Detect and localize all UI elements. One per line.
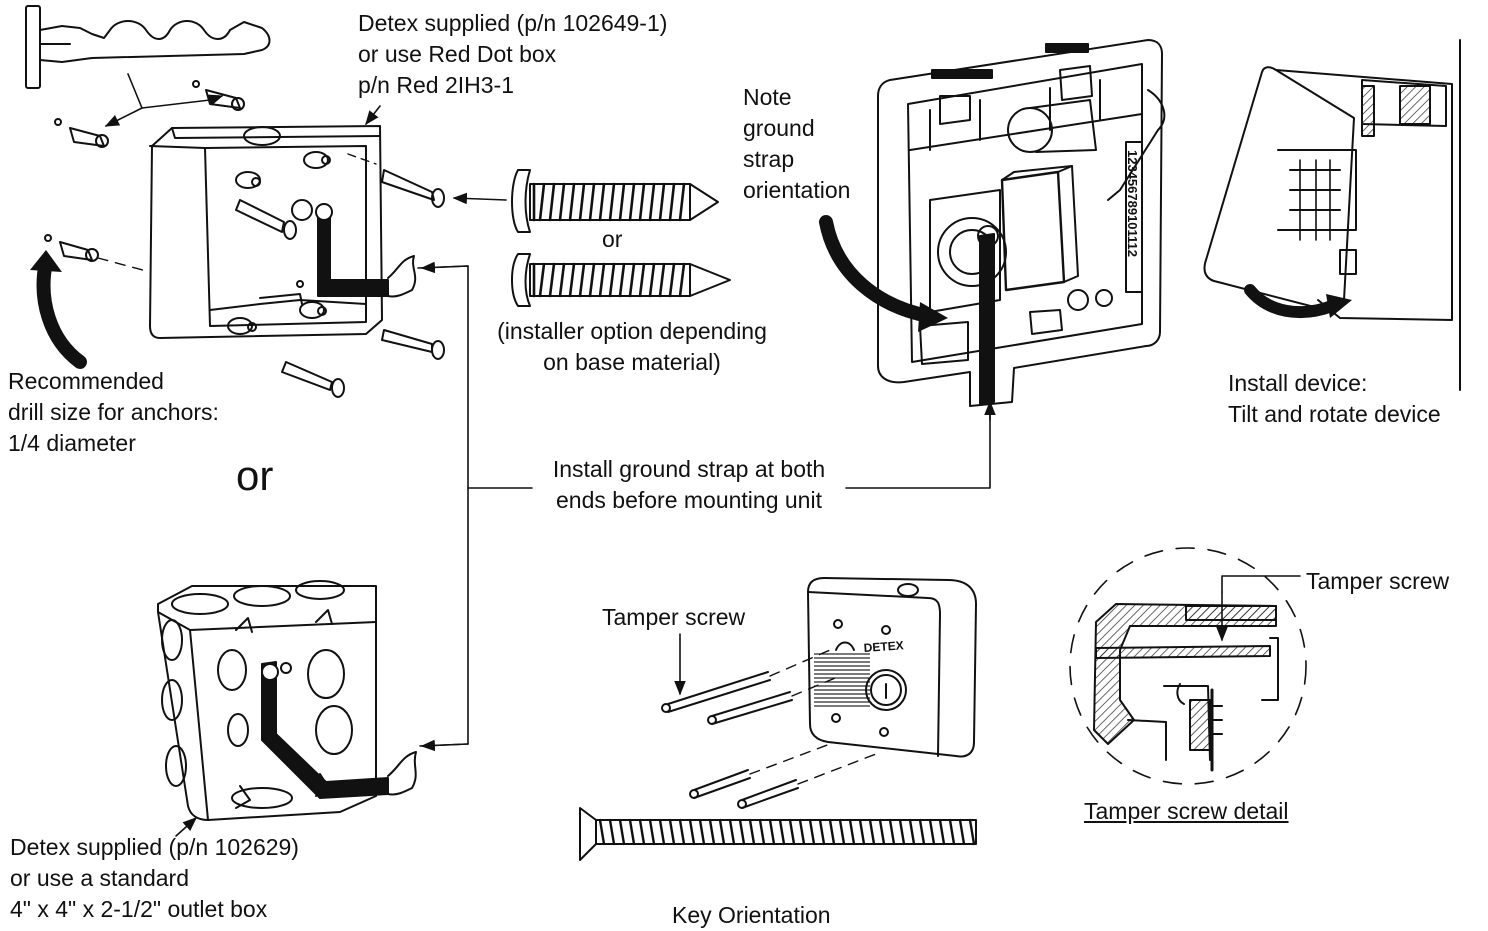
label-installer-option: (installer option depending on base mate… — [494, 316, 770, 378]
anchor-pointer-lines — [104, 73, 224, 127]
mounted-device-interior — [877, 39, 1166, 407]
label-note-line-4: orientation — [743, 177, 851, 203]
label-red-dot-line-3: p/n Red 2IH3-1 — [358, 72, 514, 98]
terminal-number-strip: 123456789101112 — [1125, 150, 1140, 257]
label-outlet-line-3: 4" x 4" x 2-1/2" outlet box — [10, 896, 268, 922]
ground-strap-top — [315, 203, 417, 298]
label-drill-line-2: drill size for anchors: — [8, 399, 219, 425]
label-install-device-line-2: Tilt and rotate device — [1228, 401, 1441, 427]
box-screw-4 — [281, 361, 345, 398]
brand-logo-text: DETEX — [863, 638, 904, 655]
label-install-ground-line-2: ends before mounting unit — [556, 487, 822, 513]
outlet-box — [157, 580, 377, 821]
plastic-anchor-1 — [192, 80, 245, 111]
label-outlet-box: Detex supplied (p/n 102629) or use a sta… — [10, 832, 299, 925]
label-install-device: Install device: Tilt and rotate device — [1228, 368, 1441, 430]
label-tamper-screw-right: Tamper screw — [1306, 568, 1450, 594]
label-pointer-outlet — [175, 817, 198, 837]
label-pointer-red-dot — [365, 105, 381, 126]
label-big-or: or — [236, 452, 274, 499]
tamper-screw-long-3 — [689, 743, 831, 799]
plastic-anchor-3 — [44, 234, 151, 273]
rotation-arrow-device — [819, 215, 935, 323]
label-red-dot-box: Detex supplied (p/n 102649-1) or use Red… — [358, 8, 667, 101]
label-tamper-detail: Tamper screw detail — [1084, 798, 1289, 824]
rotation-arrow-left — [36, 255, 87, 369]
box-screw-1 — [347, 153, 445, 208]
label-note-line-2: ground — [743, 115, 815, 141]
box-screw-3 — [381, 329, 445, 360]
device-ground-strap — [979, 233, 995, 405]
label-tamper-screw-left: Tamper screw — [602, 604, 746, 630]
rotation-arrow-right — [1244, 284, 1338, 318]
label-drill-line-3: 1/4 diameter — [8, 430, 136, 456]
label-red-dot-line-1: Detex supplied (p/n 102649-1) — [358, 10, 668, 36]
label-note-ground: Note ground strap orientation — [743, 82, 850, 206]
tamper-detail-leader — [1221, 575, 1301, 593]
label-install-ground-line-1: Install ground strap at both — [552, 456, 826, 482]
wood-screw — [511, 253, 731, 307]
label-drill-size: Recommended drill size for anchors: 1/4 … — [8, 366, 219, 459]
red-dot-box — [149, 125, 383, 339]
label-outlet-line-1: Detex supplied (p/n 102629) — [10, 834, 299, 860]
tamper-detail-section — [1093, 591, 1279, 772]
label-installer-line-1: (installer option depending — [497, 318, 767, 344]
label-outlet-line-2: or use a standard — [10, 865, 190, 891]
label-install-device-line-1: Install device: — [1228, 370, 1368, 396]
screw-pointer-arrow — [452, 192, 507, 205]
label-note-line-3: strap — [743, 146, 795, 172]
label-red-dot-line-2: or use Red Dot box — [358, 41, 557, 67]
label-install-ground: Install ground strap at both ends before… — [532, 454, 846, 516]
tamper-screw-long-2 — [707, 675, 841, 725]
ground-strap-leader-lines — [417, 261, 996, 752]
plastic-anchor-2 — [54, 118, 109, 148]
label-installer-line-2: on base material) — [543, 349, 721, 375]
label-note-line-1: Note — [743, 84, 792, 110]
tamper-detail-circle — [1069, 547, 1307, 785]
self-drilling-screw — [511, 169, 719, 233]
tamper-screw-long-4 — [737, 753, 877, 809]
tilt-rotate-device — [1203, 39, 1461, 391]
box-screw-2 — [235, 199, 297, 240]
label-screw-or: or — [602, 226, 623, 252]
ground-strap-bottom — [261, 661, 417, 799]
plastic-anchor-strip — [25, 5, 271, 89]
label-drill-line-1: Recommended — [8, 368, 164, 394]
long-mounting-screw — [579, 807, 977, 861]
tamper-screw-long-1 — [661, 649, 831, 713]
key-switch-device — [807, 577, 977, 758]
label-key-orientation: Key Orientation — [672, 902, 831, 928]
